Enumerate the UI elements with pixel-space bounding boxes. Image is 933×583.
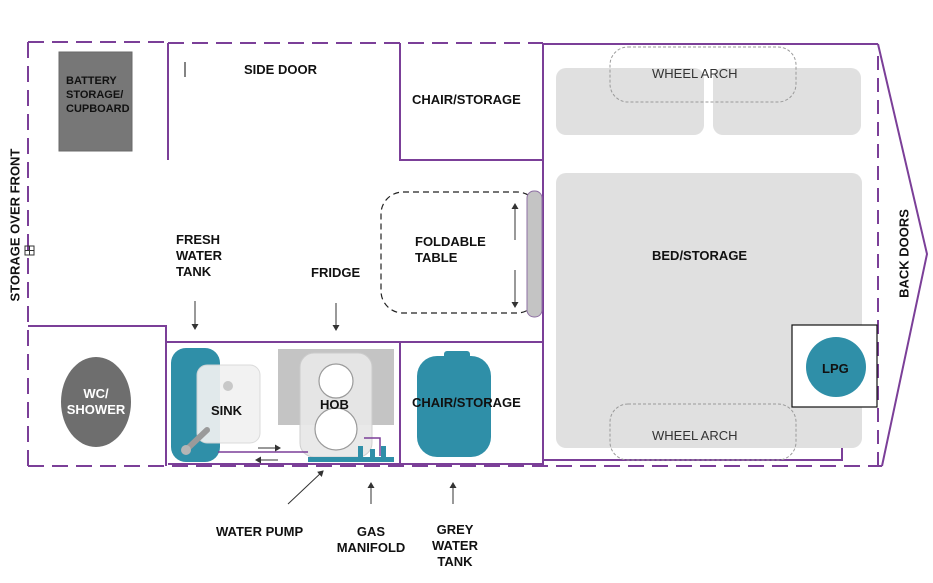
- wc-label-line-2: SHOWER: [66, 402, 126, 417]
- fresh-water-line-2: WATER: [176, 248, 222, 263]
- lpg-cylinder: [806, 337, 866, 397]
- bed-storage: [556, 173, 862, 448]
- storage-front-mark: [24, 245, 35, 256]
- bed-storage-label: BED/STORAGE: [652, 248, 748, 263]
- battery-label-line-1: BATTERY: [66, 75, 117, 87]
- grey-water-line-1: GREY: [436, 522, 474, 537]
- wc-shower-walls: [28, 325, 167, 466]
- grey-water-tank-label: GREY WATER TANK: [415, 522, 495, 570]
- pipes: [218, 437, 381, 456]
- rear-seat-right: [713, 68, 861, 135]
- gas-manifold-valve-3: [381, 446, 386, 458]
- rear-seat-left: [556, 68, 704, 135]
- battery-label-line-3: CUPBOARD: [66, 103, 130, 115]
- gas-manifold-line-1: GAS: [356, 524, 386, 539]
- pointer-lines: [191, 301, 457, 505]
- chair-storage-bottom-label: CHAIR/STORAGE: [412, 395, 521, 410]
- hob-burner-bottom: [314, 407, 358, 451]
- wc-shower-unit: [61, 357, 131, 447]
- gas-manifold-line-2: MANIFOLD: [336, 540, 406, 555]
- foldable-table-rail: [526, 190, 543, 318]
- lpg-label: LPG: [822, 361, 849, 376]
- wc-label-line-1: WC/: [83, 386, 109, 401]
- wheel-arch-top-outline: [609, 46, 797, 103]
- chair-storage-top-label: CHAIR/STORAGE: [412, 92, 521, 107]
- fresh-water-line-3: TANK: [176, 264, 212, 279]
- back-doors-label: BACK DOORS: [896, 209, 912, 298]
- battery-cupboard: [58, 51, 133, 152]
- grey-water-tank: [417, 356, 491, 457]
- water-pump: [308, 457, 394, 462]
- grey-water-line-3: TANK: [437, 554, 473, 569]
- grey-water-line-2: WATER: [432, 538, 478, 553]
- sink-drain: [223, 381, 233, 391]
- storage-over-front-label: STORAGE OVER FRONT: [7, 148, 23, 302]
- sink-basin: [196, 364, 261, 444]
- sink-label: SINK: [211, 403, 243, 418]
- wheel-arch-bottom-outline: [609, 403, 797, 461]
- wheel-arch-top-label: WHEEL ARCH: [652, 66, 738, 81]
- foldable-table-line-1: FOLDABLE: [415, 234, 486, 249]
- wc-shower-label: WC/ SHOWER: [56, 386, 136, 418]
- wheel-arch-bottom-label: WHEEL ARCH: [652, 428, 738, 443]
- hob-burner-top: [318, 363, 354, 399]
- foldable-table-label: FOLDABLE TABLE: [415, 234, 486, 266]
- side-door-label: SIDE DOOR: [244, 62, 317, 77]
- fridge-label: FRIDGE: [311, 265, 361, 280]
- chair-storage-top-walls: [399, 43, 543, 161]
- hob-label: HOB: [320, 397, 349, 412]
- back-door-outline: [877, 43, 929, 467]
- battery-storage-label: BATTERY STORAGE/ CUPBOARD: [66, 74, 130, 116]
- gas-manifold-valve-2: [370, 449, 375, 458]
- fresh-water-line-1: FRESH: [176, 232, 221, 247]
- gas-manifold-label: GAS MANIFOLD: [326, 524, 416, 556]
- gas-manifold-valve-1: [358, 446, 363, 458]
- tap-base: [181, 445, 191, 455]
- water-pump-label: WATER PUMP: [216, 524, 304, 539]
- battery-label-line-2: STORAGE/: [66, 89, 124, 101]
- foldable-table-line-2: TABLE: [415, 250, 458, 265]
- fresh-water-tank-label: FRESH WATER TANK: [176, 232, 222, 280]
